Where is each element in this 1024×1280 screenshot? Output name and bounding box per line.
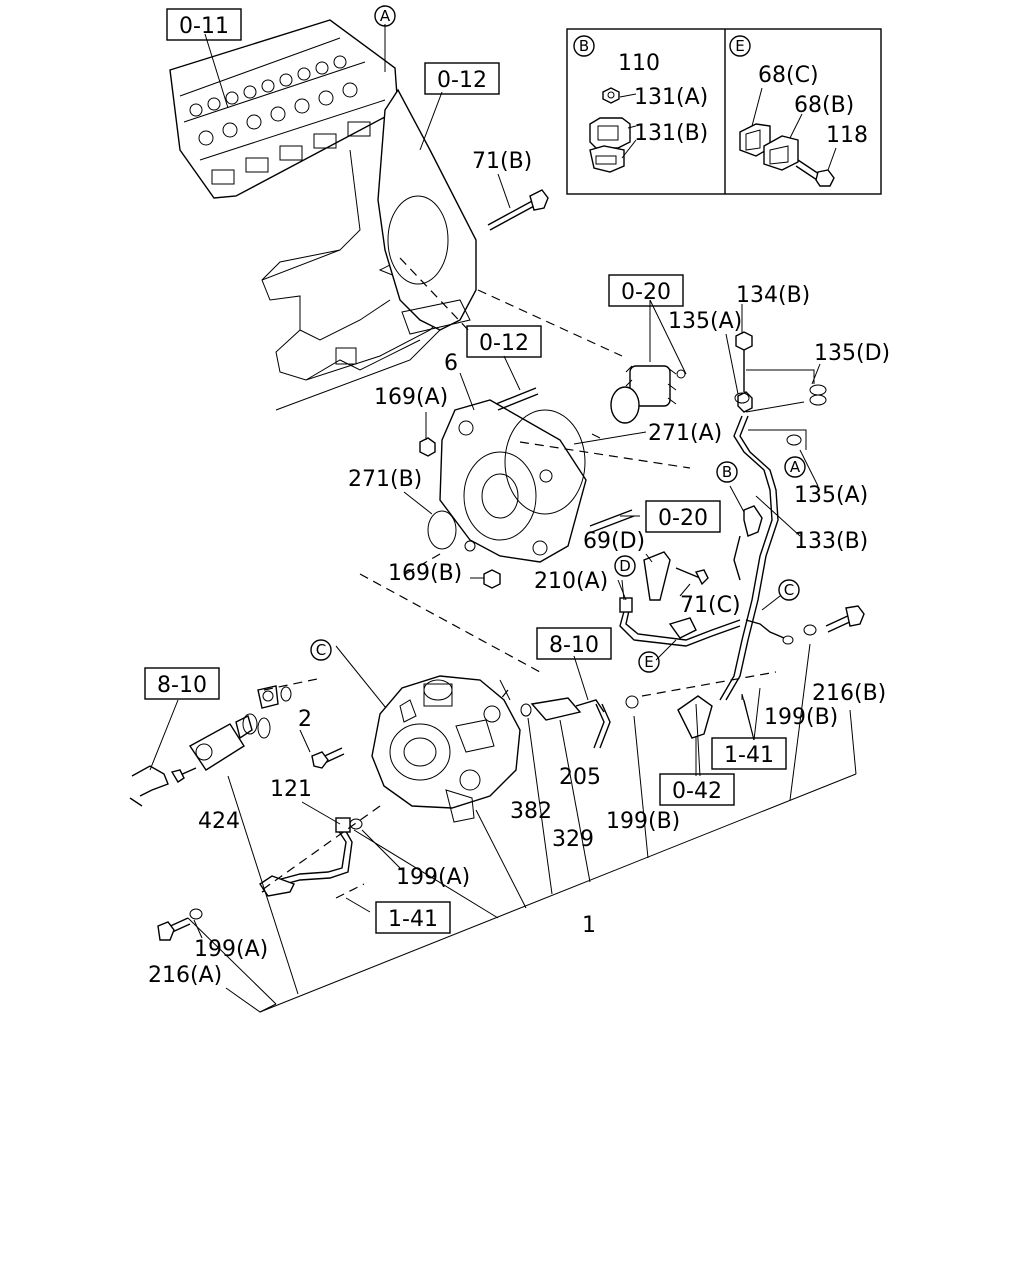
part-271b: 271(B) xyxy=(348,467,422,492)
part-118: 118 xyxy=(826,123,868,148)
ref-0-20-label: 0-20 xyxy=(658,506,708,531)
part-131a: 131(A) xyxy=(634,85,708,110)
marker-b-right: B xyxy=(716,461,738,483)
marker-e-lower: E xyxy=(638,651,660,673)
ref-1-41-label: 1-41 xyxy=(724,743,774,768)
svg-text:C: C xyxy=(316,641,326,659)
sensor-harness-illustration xyxy=(625,695,713,776)
ref-0-12-label: 0-12 xyxy=(479,331,529,356)
part-216b: 216(B) xyxy=(812,681,886,706)
pump-bracket-illustration xyxy=(439,387,635,563)
bolt-2-illustration xyxy=(311,747,345,769)
marker-e-inset: E xyxy=(729,35,751,57)
part-169b: 169(B) xyxy=(388,561,462,586)
bolt-216a-illustration xyxy=(157,908,203,941)
part-199b-middle: 199(B) xyxy=(606,809,680,834)
part-labels: 110 131(A) 131(B) 68(C) 68(B) 118 71(B) … xyxy=(148,51,890,988)
part-382: 382 xyxy=(510,799,552,824)
ref-box-0-12-mid[interactable]: 0-12 xyxy=(466,325,542,358)
part-210a: 210(A) xyxy=(534,569,608,594)
part-110: 110 xyxy=(618,51,660,76)
marker-a-top: A xyxy=(374,5,396,27)
bolt-71b-illustration xyxy=(487,189,549,231)
suction-control-valve-illustration xyxy=(129,685,292,807)
injection-pump-illustration xyxy=(371,675,521,823)
ref-box-1-41-left[interactable]: 1-41 xyxy=(375,901,451,934)
ref-box-0-11[interactable]: 0-11 xyxy=(166,8,242,41)
svg-text:E: E xyxy=(644,653,653,671)
svg-text:A: A xyxy=(790,458,801,476)
ref-0-20-label: 0-20 xyxy=(621,280,671,305)
fuel-return-line-illustration xyxy=(719,331,827,701)
ref-8-10-label: 8-10 xyxy=(157,673,207,698)
sensor-205-illustration xyxy=(520,697,611,749)
ref-box-8-10-left[interactable]: 8-10 xyxy=(144,667,220,700)
bolt-216b-illustration xyxy=(803,605,865,636)
part-135a-bottom: 135(A) xyxy=(794,483,868,508)
part-205: 205 xyxy=(559,765,601,790)
clamp-set-e-illustration xyxy=(739,87,837,187)
part-134b: 134(B) xyxy=(736,283,810,308)
ref-box-0-42[interactable]: 0-42 xyxy=(659,773,735,806)
ref-8-10-label: 8-10 xyxy=(549,633,599,658)
marker-d: D xyxy=(614,555,636,577)
part-199a-middle: 199(A) xyxy=(396,865,470,890)
assembly-leader-lines xyxy=(187,643,857,1013)
ref-box-0-20-top[interactable]: 0-20 xyxy=(608,274,684,307)
part-69d: 69(D) xyxy=(583,529,645,554)
part-216a: 216(A) xyxy=(148,963,222,988)
part-329: 329 xyxy=(552,827,594,852)
part-1: 1 xyxy=(582,913,596,938)
svg-text:B: B xyxy=(579,37,589,55)
marker-b-inset: B xyxy=(573,35,595,57)
svg-text:A: A xyxy=(380,7,391,25)
marker-c-left: C xyxy=(310,639,332,661)
ref-0-11-label: 0-11 xyxy=(179,14,229,39)
part-135d: 135(D) xyxy=(814,341,890,366)
part-121: 121 xyxy=(270,777,312,802)
part-169a: 169(A) xyxy=(374,385,448,410)
nuts-169 xyxy=(419,437,501,589)
ref-0-12-label: 0-12 xyxy=(437,68,487,93)
ref-box-8-10-right[interactable]: 8-10 xyxy=(536,627,612,660)
part-271a: 271(A) xyxy=(648,421,722,446)
ref-1-41-label: 1-41 xyxy=(388,907,438,932)
part-133b: 133(B) xyxy=(794,529,868,554)
leader-lines xyxy=(149,24,821,939)
part-199b-right: 199(B) xyxy=(764,705,838,730)
cylinder-head-illustration xyxy=(169,19,399,199)
marker-c-right: C xyxy=(778,579,800,601)
marker-a-right: A xyxy=(784,456,806,478)
part-199a-left: 199(A) xyxy=(194,937,268,962)
inset-box xyxy=(566,28,882,195)
part-135a-top: 135(A) xyxy=(668,309,742,334)
front-cover-illustration xyxy=(377,88,477,335)
o-ring-271b xyxy=(427,510,457,550)
gear-illustration xyxy=(610,365,686,424)
part-71c: 71(C) xyxy=(680,593,741,618)
part-71b: 71(B) xyxy=(472,149,532,174)
ref-box-0-20-mid[interactable]: 0-20 xyxy=(645,500,721,533)
part-131b: 131(B) xyxy=(634,121,708,146)
dashed-guide-lines xyxy=(261,257,777,891)
part-424: 424 xyxy=(198,809,240,834)
part-2: 2 xyxy=(298,707,312,732)
svg-text:C: C xyxy=(784,581,794,599)
fuel-feed-line-illustration xyxy=(619,551,741,647)
part-68c: 68(C) xyxy=(758,63,819,88)
clamp-set-b-illustration xyxy=(589,87,637,173)
ref-box-0-12-top[interactable]: 0-12 xyxy=(424,62,500,95)
svg-text:B: B xyxy=(722,463,732,481)
part-68b: 68(B) xyxy=(794,93,854,118)
ref-box-1-41-right[interactable]: 1-41 xyxy=(711,737,787,770)
part-6: 6 xyxy=(444,351,458,376)
ref-0-42-label: 0-42 xyxy=(672,779,722,804)
svg-text:D: D xyxy=(619,557,631,575)
pipe-121-illustration xyxy=(259,817,365,899)
svg-text:E: E xyxy=(735,37,744,55)
